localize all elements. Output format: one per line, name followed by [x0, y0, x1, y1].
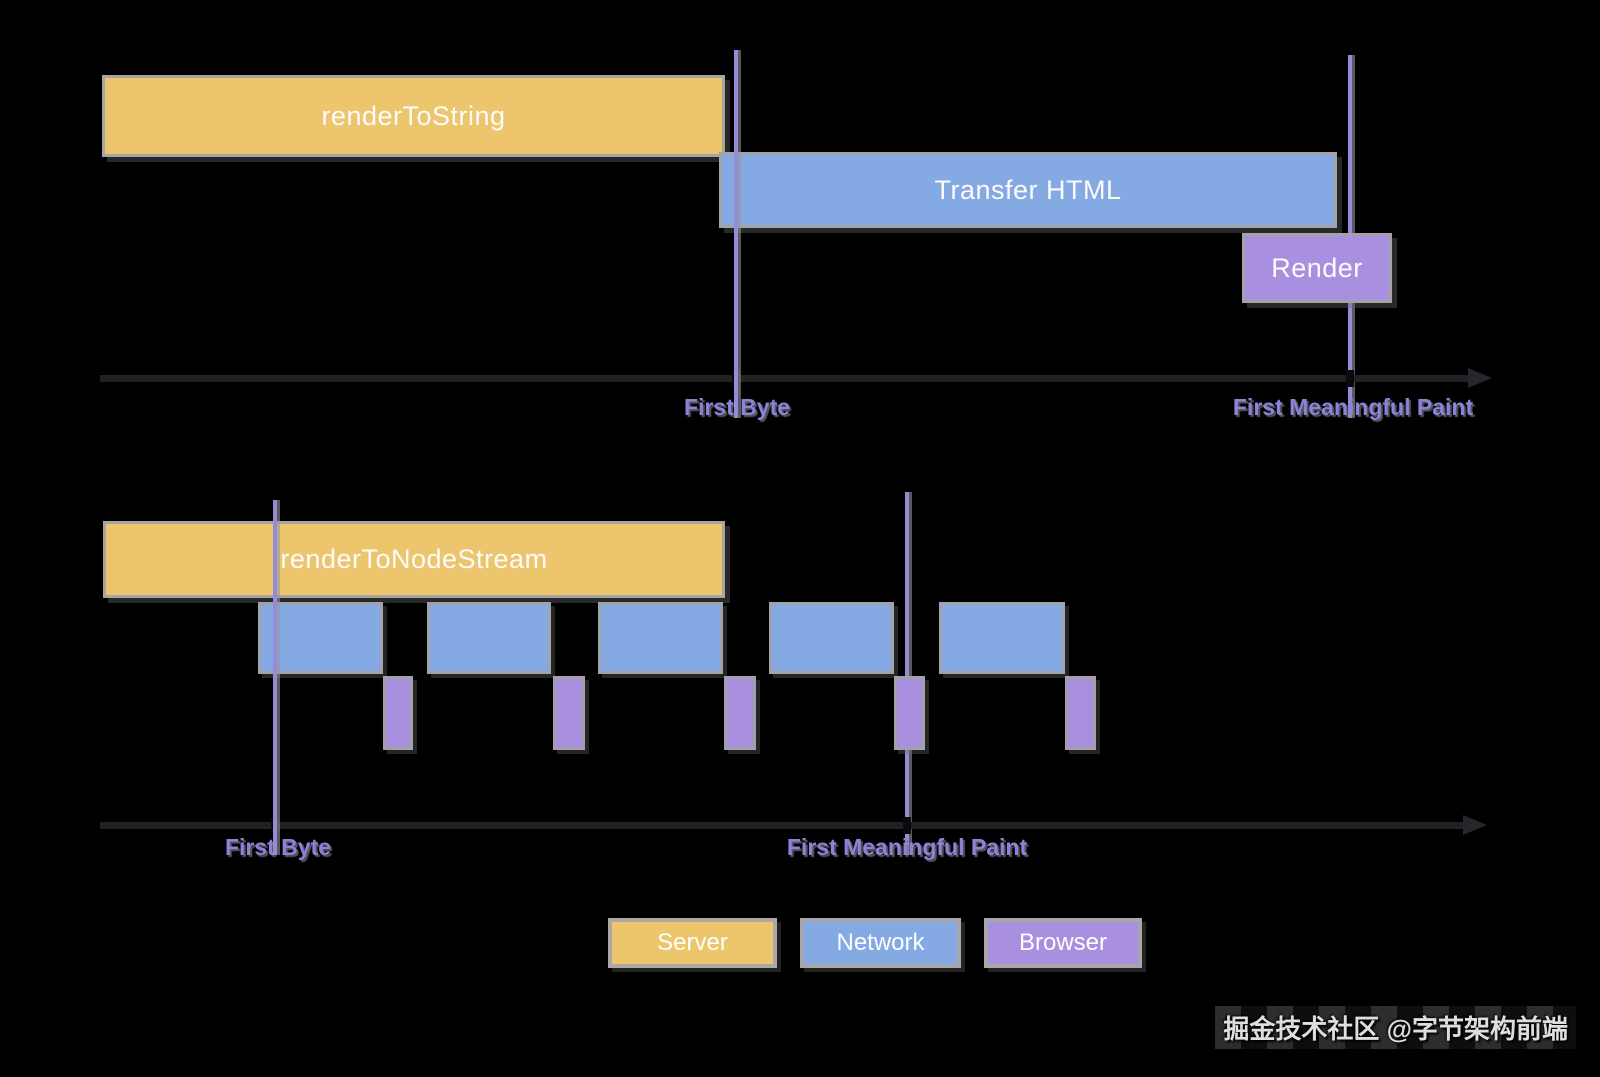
first-meaningful-paint-label-top: First Meaningful Paint: [1232, 394, 1474, 420]
network-chunk-bar: [258, 602, 383, 674]
browser-chunk-bar: [383, 676, 413, 750]
legend-browser-label: Browser: [1018, 929, 1108, 956]
network-chunk-bar: [769, 602, 894, 674]
browser-chunk-bar: [1065, 676, 1096, 750]
first-meaningful-paint-label-bottom: First Meaningful Paint: [786, 834, 1028, 860]
first-meaningful-paint-tick-bottom: [903, 817, 911, 834]
render-to-node-stream-bar: renderToNodeStream: [103, 521, 725, 598]
watermark-text: 掘金技术社区 @字节架构前端: [1215, 1006, 1576, 1049]
legend-browser: Browser: [984, 918, 1142, 968]
browser-chunk-bar: [894, 676, 925, 750]
first-byte-label-bottom: First Byte: [224, 834, 332, 860]
render-bar: Render: [1242, 233, 1392, 303]
legend-server: Server: [608, 918, 777, 968]
first-meaningful-paint-line-bottom: [905, 492, 909, 855]
legend-server-label: Server: [657, 929, 728, 956]
legend-network-label: Network: [836, 929, 925, 956]
timeline-axis-top-arrow-icon: [1468, 368, 1492, 388]
browser-chunk-bar: [724, 676, 756, 750]
render-to-node-stream-label: renderToNodeStream: [280, 544, 548, 574]
render-label: Render: [1271, 252, 1363, 283]
timeline-axis-bottom-arrow-icon: [1463, 815, 1487, 835]
legend-network: Network: [800, 918, 961, 968]
network-chunk-bar: [427, 602, 551, 674]
first-byte-line-bottom: [273, 500, 277, 855]
transfer-html-bar: Transfer HTML: [719, 152, 1337, 228]
first-byte-line-top: [734, 50, 738, 418]
first-meaningful-paint-tick-top: [1346, 370, 1354, 387]
transfer-html-label: Transfer HTML: [934, 174, 1122, 205]
timeline-axis-top: [100, 375, 1468, 382]
network-chunk-bar: [939, 602, 1065, 674]
network-chunk-bar: [598, 602, 723, 674]
browser-chunk-bar: [553, 676, 585, 750]
render-to-string-label: renderToString: [321, 100, 506, 131]
render-to-string-bar: renderToString: [102, 75, 725, 157]
timeline-axis-bottom: [100, 822, 1463, 829]
